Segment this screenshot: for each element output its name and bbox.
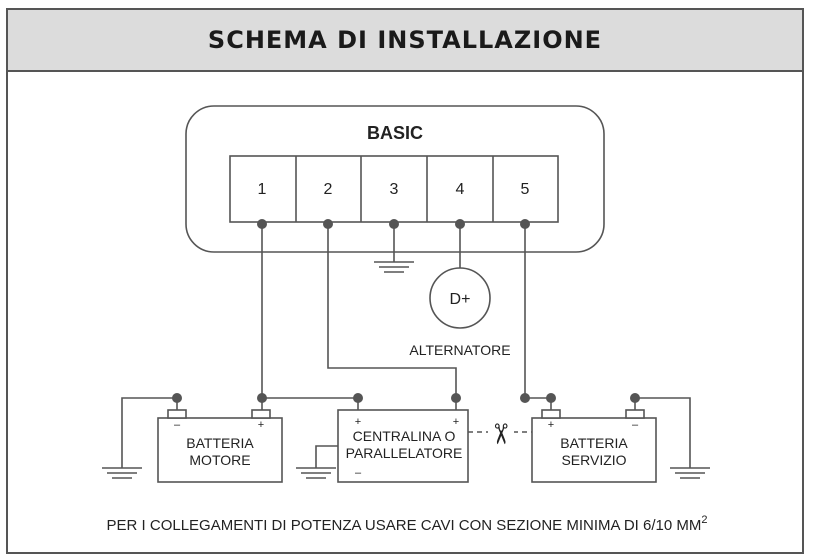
junction-dot: [257, 393, 267, 403]
junction-dot: [172, 393, 182, 403]
engine-battery-plus: +: [258, 419, 264, 431]
module-name: BASIC: [367, 123, 423, 143]
junction-dot: [546, 393, 556, 403]
alternator-icon: [429, 267, 491, 329]
junction-dot: [630, 393, 640, 403]
ground-icon: [296, 467, 336, 479]
terminal-label-1: 1: [258, 181, 267, 198]
engine-battery-post-plus: [251, 409, 271, 419]
footnote-text: PER I COLLEGAMENTI DI POTENZA USARE CAVI…: [107, 517, 702, 534]
footnote: PER I COLLEGAMENTI DI POTENZA USARE CAVI…: [107, 514, 708, 534]
terminal-label-5: 5: [521, 181, 530, 198]
engine-battery-post-minus: [167, 409, 187, 419]
service-battery-label-1: BATTERIA: [560, 435, 628, 451]
wire-service-battery-ground: [635, 397, 691, 468]
service-battery-minus: –: [632, 419, 639, 431]
controller-minus: –: [355, 467, 362, 479]
controller: + + – CENTRALINA O PARALLELATORE: [337, 409, 469, 483]
scissors-backdrop: [488, 418, 514, 446]
service-battery-label-2: SERVIZIO: [561, 452, 626, 468]
engine-battery-body: [157, 417, 283, 483]
page-title: SCHEMA DI INSTALLAZIONE: [207, 26, 603, 54]
header-bar: SCHEMA DI INSTALLAZIONE: [8, 10, 802, 72]
engine-battery-minus: –: [174, 419, 181, 431]
controller-label-2: PARALLELATORE: [346, 445, 463, 461]
alternator-label: ALTERNATORE: [409, 342, 510, 358]
service-battery: + – BATTERIA SERVIZIO: [531, 409, 657, 483]
alternator-symbol: D+: [450, 291, 471, 308]
terminal-block-outline: [229, 155, 559, 223]
terminal-label-4: 4: [456, 181, 465, 198]
wire-terminal-2: [327, 224, 457, 398]
controller-body: [337, 409, 469, 483]
ground-icon: [374, 261, 414, 273]
controller-label-1: CENTRALINA O: [353, 428, 456, 444]
engine-battery-label-2: MOTORE: [189, 452, 250, 468]
service-battery-body: [531, 417, 657, 483]
engine-battery: – + BATTERIA MOTORE: [157, 409, 283, 483]
junction-dot: [451, 393, 461, 403]
service-battery-post-plus: [541, 409, 561, 419]
controller-plus-right: +: [453, 416, 459, 428]
wire-engine-battery-ground: [121, 397, 177, 468]
engine-battery-label-1: BATTERIA: [186, 435, 254, 451]
terminal-block: 1 2 3 4 5: [229, 155, 559, 229]
footnote-superscript: 2: [701, 514, 707, 526]
ground-icon: [102, 467, 142, 479]
service-battery-post-minus: [625, 409, 645, 419]
junction-dot: [353, 393, 363, 403]
service-battery-plus: +: [548, 419, 554, 431]
terminal-label-2: 2: [324, 181, 333, 198]
junction-dot: [520, 393, 530, 403]
wire-controller-ground: [315, 445, 338, 468]
controller-plus-left: +: [355, 416, 361, 428]
ground-icon: [670, 467, 710, 479]
terminal-label-3: 3: [390, 181, 399, 198]
scissors-icon: ✂: [485, 422, 516, 445]
